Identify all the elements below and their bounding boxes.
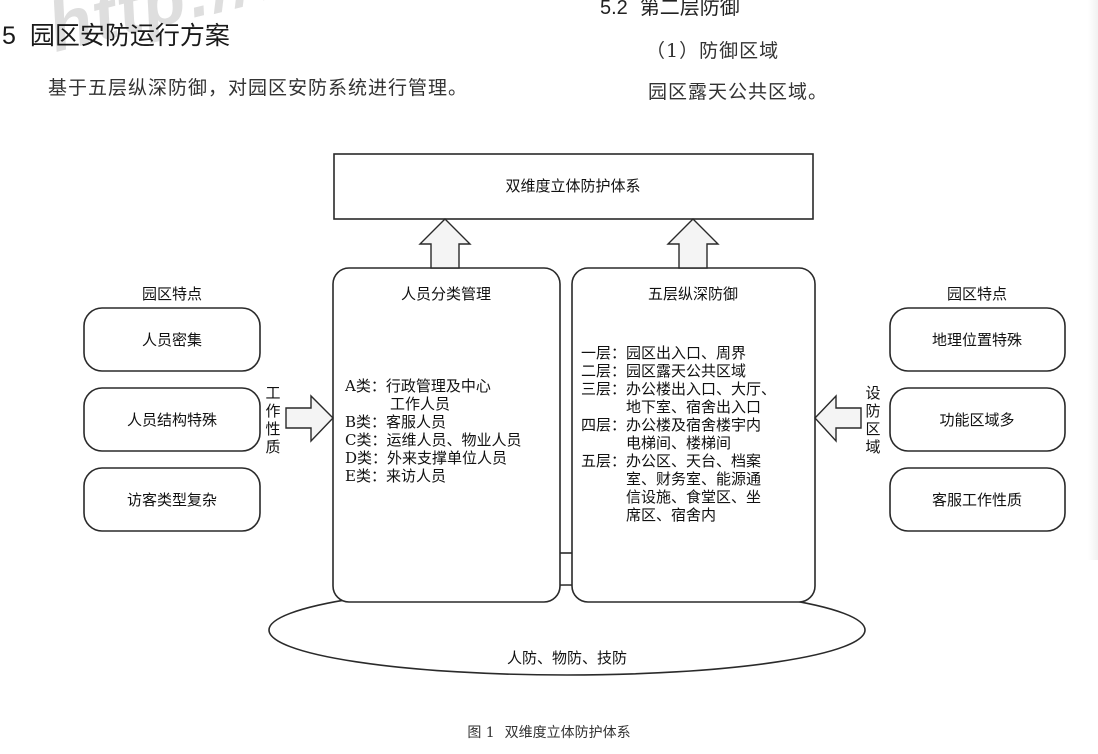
defense-layer-line: 地下室、宿舍出入口 (581, 398, 761, 416)
left-arrow-label-4: 质 (265, 438, 280, 456)
left-feature-box-1 (83, 307, 261, 372)
defense-layer-line: 三层：办公楼出入口、大厅、 (581, 380, 776, 398)
right-feature-box-2 (889, 387, 1066, 452)
left-arrow-icon (814, 394, 862, 443)
personnel-category-line: 工作人员 (345, 395, 450, 413)
base-ellipse (268, 584, 866, 676)
section-intro: 基于五层纵深防御，对园区安防系统进行管理。 (48, 77, 469, 99)
personnel-category-line: D类：外来支撑单位人员 (345, 449, 507, 467)
left-group-heading: 园区特点 (142, 285, 202, 303)
right-feature-1: 地理位置特殊 (932, 331, 1022, 349)
figure-number: 图 1 (467, 725, 495, 741)
figure-caption: 图 1 双维度立体防护体系 (0, 722, 1098, 742)
personnel-category-line: A类：行政管理及中心 (344, 377, 491, 395)
base-ellipse-label: 人防、物防、技防 (507, 649, 627, 667)
left-feature-1: 人员密集 (142, 331, 202, 349)
right-arrow-label-4: 域 (865, 438, 880, 456)
left-feature-box-3 (83, 467, 261, 532)
defense-layer-line: 四层：办公楼及宿舍楼宇内 (581, 416, 761, 434)
left-arrow-label-2: 作 (265, 402, 280, 420)
defense-layer-line: 一层：园区出入口、周界 (581, 344, 746, 362)
right-arrow-label-2: 防 (865, 402, 880, 420)
defense-box-title: 五层纵深防御 (648, 285, 738, 303)
left-arrow-label-3: 性 (265, 420, 280, 438)
subsection-item-text: 园区露天公共区域。 (648, 81, 829, 103)
right-feature-box-1 (889, 307, 1066, 372)
personnel-box-title: 人员分类管理 (401, 285, 491, 303)
subsection-item-label: （1）防御区域 (646, 40, 780, 62)
right-arrow-label-3: 区 (865, 420, 880, 438)
section-heading: 5 园区安防运行方案 (2, 16, 230, 52)
up-arrow-left-icon (418, 218, 472, 269)
personnel-category-line: C类：运维人员、物业人员 (345, 431, 521, 449)
right-feature-2: 功能区域多 (939, 411, 1014, 429)
personnel-category-line: B类：客服人员 (345, 413, 446, 431)
defense-layer-line: 二层：园区露天公共区域 (581, 362, 746, 380)
left-feature-3: 访客类型复杂 (127, 491, 217, 509)
right-feature-3: 客服工作性质 (932, 491, 1022, 509)
top-box-label: 双维度立体防护体系 (505, 177, 640, 195)
defense-layer-line: 席区、宿舍内 (581, 506, 716, 524)
right-group-heading: 园区特点 (947, 285, 1007, 303)
left-arrow-label-1: 工 (265, 384, 280, 402)
section-number: 5 (2, 22, 16, 50)
subsection-title: 第二层防御 (639, 0, 740, 19)
subsection-heading: 5.2 第二层防御 (600, 0, 740, 20)
top-box (333, 153, 814, 220)
subsection-number: 5.2 (600, 0, 628, 19)
defense-layer-line: 电梯间、楼梯间 (581, 434, 731, 452)
page-edge-shadow (1088, 0, 1098, 560)
left-feature-box-2 (83, 387, 261, 452)
defense-layer-line: 信设施、食堂区、坐 (581, 488, 761, 506)
defense-layer-line: 室、财务室、能源通 (581, 470, 761, 488)
right-arrow-icon (285, 394, 334, 443)
right-feature-box-3 (889, 467, 1066, 532)
personnel-category-line: E类：来访人员 (345, 467, 446, 485)
figure-title: 双维度立体防护体系 (504, 725, 631, 741)
defense-layer-line: 五层：办公区、天台、档案 (581, 452, 761, 470)
section-title: 园区安防运行方案 (29, 21, 230, 50)
up-arrow-right-icon (666, 218, 720, 269)
left-feature-2: 人员结构特殊 (127, 411, 217, 429)
right-arrow-label-1: 设 (865, 384, 880, 402)
